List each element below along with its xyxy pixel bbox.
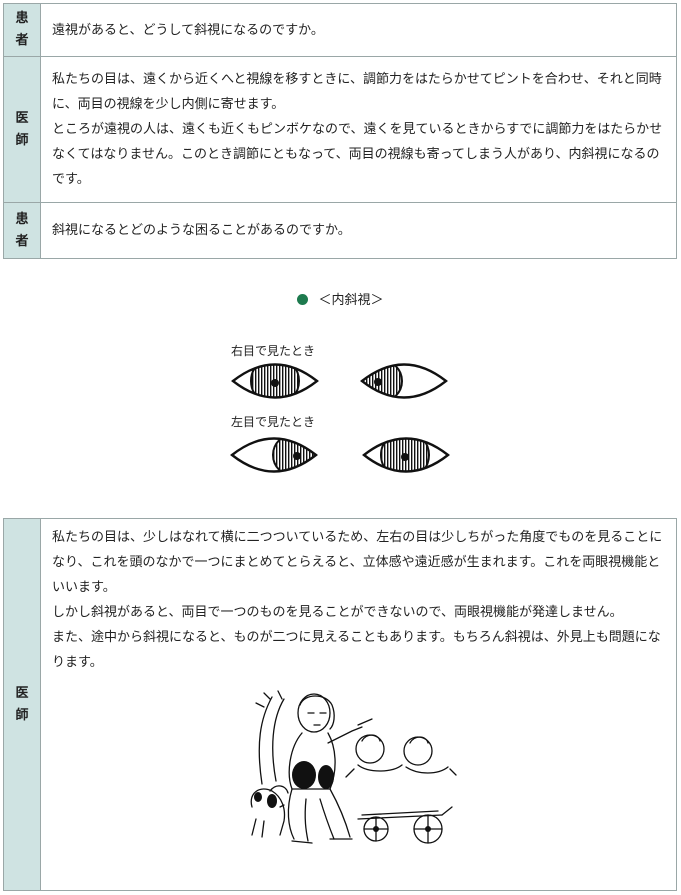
paragraph: 私たちの目は、少しはなれて横に二つついているため、左右の目は少しちがった角度でも… bbox=[52, 530, 663, 595]
eye-icon bbox=[230, 437, 318, 473]
role-char: 師 bbox=[15, 132, 29, 148]
eye-icon bbox=[231, 363, 319, 399]
paragraph: また、途中から斜視になると、ものが二つに見えることもあります。もちろん斜視は、外… bbox=[52, 630, 661, 670]
role-char: 師 bbox=[15, 707, 29, 723]
role-char: 者 bbox=[15, 33, 29, 48]
role-doctor: 医 師 bbox=[3, 518, 41, 891]
caption-text: ＜内斜視＞ bbox=[318, 293, 384, 308]
paragraph: ところが遠視の人は、遠くも近くもピンボケなので、遠くを見ているときからすでに調節… bbox=[52, 122, 663, 187]
role-char: 医 bbox=[15, 110, 29, 126]
qa-row-patient-1: 患 者 遠視があると、どうして斜視になるのですか。 bbox=[3, 3, 677, 57]
question-text: 遠視があると、どうして斜視になるのですか。 bbox=[40, 3, 677, 57]
qa-table-top: 患 者 遠視があると、どうして斜視になるのですか。 医 師 私たちの目は、遠くか… bbox=[3, 3, 677, 259]
role-char: 医 bbox=[15, 685, 29, 701]
qa-row-patient-2: 患 者 斜視になるとどのような困ることがあるのですか。 bbox=[3, 202, 677, 259]
bullet-dot-icon bbox=[297, 294, 309, 305]
label-right-eye: 右目で見たとき bbox=[231, 344, 316, 358]
role-char: 患 bbox=[15, 11, 29, 26]
qa-table-bottom: 医 師 私たちの目は、少しはなれて横に二つついているため、左右の目は少しちがった… bbox=[3, 518, 677, 891]
paragraph: 私たちの目は、遠くから近くへと視線を移すときに、調節力をはたらかせてピントを合わ… bbox=[52, 72, 662, 112]
answer-text: 私たちの目は、少しはなれて横に二つついているため、左右の目は少しちがった角度でも… bbox=[40, 518, 677, 891]
role-char: 者 bbox=[15, 233, 29, 249]
role-patient: 患 者 bbox=[3, 202, 41, 259]
paragraph: 斜視になるとどのような困ることがあるのですか。 bbox=[52, 223, 351, 238]
label-left-eye: 左目で見たとき bbox=[231, 415, 316, 429]
eye-icon bbox=[362, 437, 450, 473]
qa-row-doctor-1: 医 師 私たちの目は、遠くから近くへと視線を移すときに、調節力をはたらかせてピン… bbox=[3, 56, 677, 203]
family-illustration bbox=[250, 690, 457, 844]
role-doctor: 医 師 bbox=[3, 56, 41, 203]
role-char: 患 bbox=[15, 211, 29, 227]
role-patient: 患 者 bbox=[3, 3, 41, 57]
eye-icon bbox=[360, 363, 448, 399]
question-text: 斜視になるとどのような困ることがあるのですか。 bbox=[40, 202, 677, 259]
figure-caption: ＜内斜視＞ bbox=[0, 292, 681, 310]
paragraph: 遠視があると、どうして斜視になるのですか。 bbox=[52, 22, 324, 38]
answer-text: 私たちの目は、遠くから近くへと視線を移すときに、調節力をはたらかせてピントを合わ… bbox=[40, 56, 677, 203]
paragraph: しかし斜視があると、両目で一つのものを見ることができないので、両眼視機能が発達し… bbox=[52, 605, 623, 620]
qa-row-doctor-2: 医 師 私たちの目は、少しはなれて横に二つついているため、左右の目は少しちがった… bbox=[3, 518, 677, 891]
